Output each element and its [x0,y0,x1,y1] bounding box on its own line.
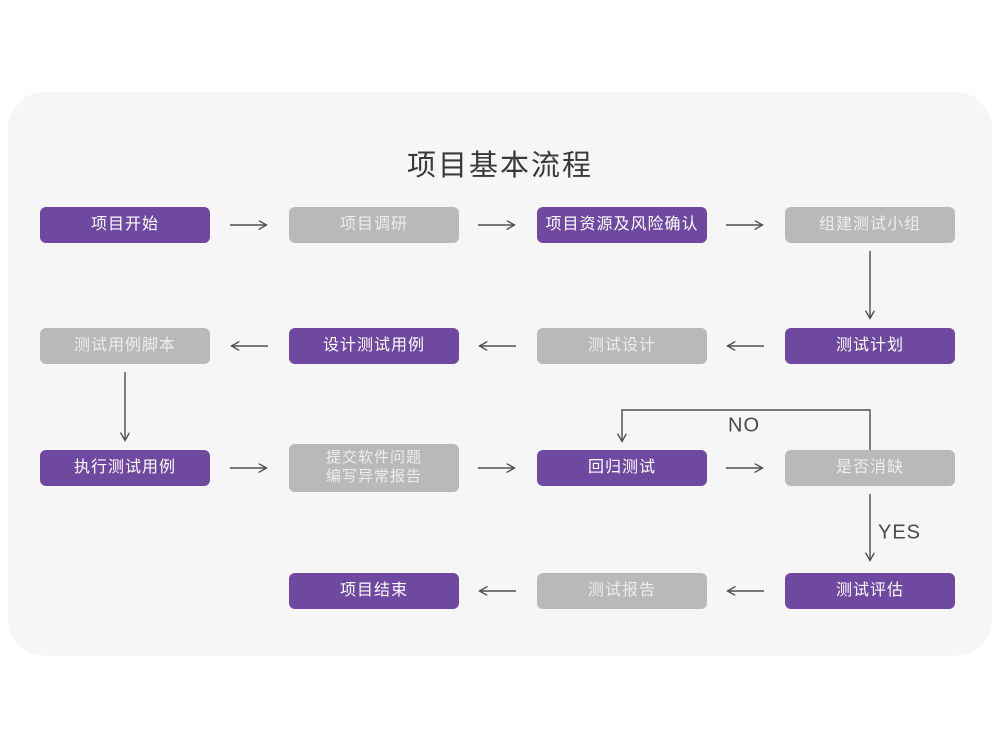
node-submit-issue-report: 提交软件问题 编写异常报告 [289,444,459,492]
node-test-design: 测试设计 [537,328,707,364]
node-defect-cleared: 是否消缺 [785,450,955,486]
node-project-research: 项目调研 [289,207,459,243]
diagram-title: 项目基本流程 [406,150,593,182]
node-design-test-cases: 设计测试用例 [289,328,459,364]
node-resource-risk-confirm: 项目资源及风险确认 [537,207,707,243]
node-project-end: 项目结束 [289,573,459,609]
node-test-case-script: 测试用例脚本 [40,328,210,364]
edge-label-yes: YES [878,521,922,544]
node-project-start: 项目开始 [40,207,210,243]
node-build-test-team: 组建测试小组 [785,207,955,243]
node-test-evaluation: 测试评估 [785,573,955,609]
node-execute-test-cases: 执行测试用例 [40,450,210,486]
node-test-report: 测试报告 [537,573,707,609]
edge-label-no: NO [728,414,760,437]
node-regression-test: 回归测试 [537,450,707,486]
flowchart-card-background [8,92,992,656]
node-test-plan: 测试计划 [785,328,955,364]
